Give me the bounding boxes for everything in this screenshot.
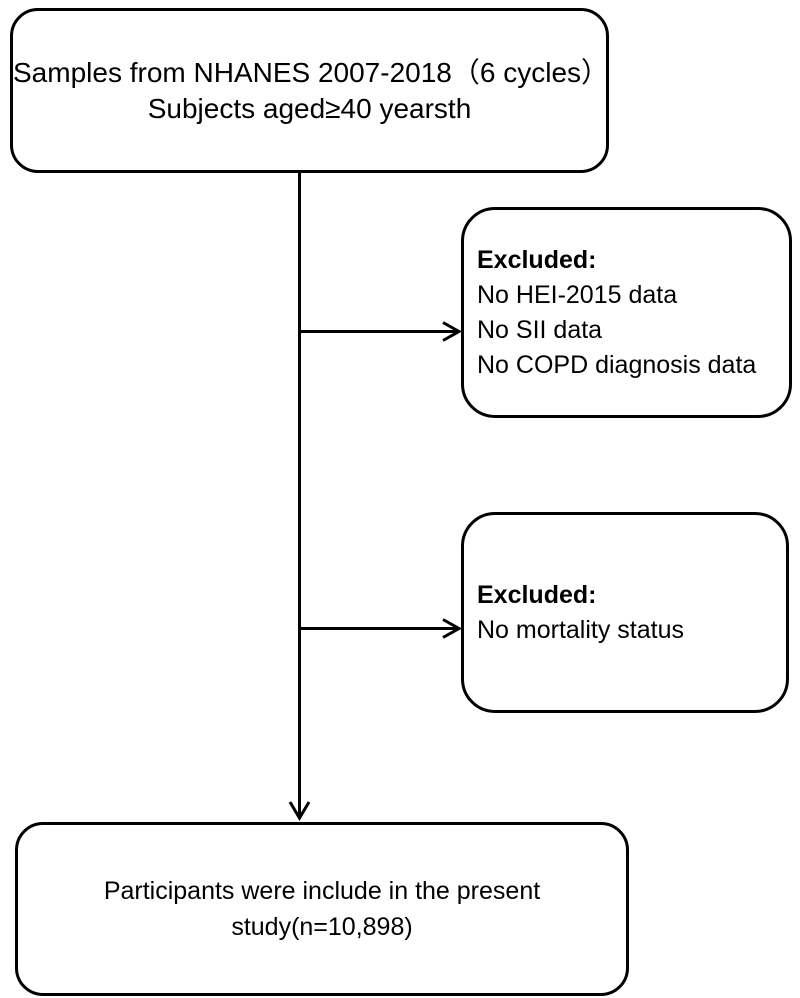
source-population-line2: Subjects aged≥40 yearsth — [147, 92, 472, 124]
source-population-line1: Samples from NHANES 2007-2018（6 cycles） — [13, 56, 610, 88]
exclusion1-item: No SII data — [477, 315, 603, 344]
exclusion2-item: No mortality status — [477, 615, 685, 644]
exclusion1-arrowhead-icon — [442, 321, 463, 342]
exclusion-box-2: Excluded: No mortality status — [461, 512, 789, 713]
exclusion-box-1: Excluded: No HEI-2015 data No SII data N… — [461, 207, 792, 418]
final-sample-box: Participants were include in the present… — [15, 822, 629, 996]
exclusion2-title: Excluded: — [477, 580, 597, 609]
exclusion1-item: No COPD diagnosis data — [477, 350, 757, 379]
source-population-box: Samples from NHANES 2007-2018（6 cycles） … — [10, 8, 609, 173]
down-arrowhead-icon — [288, 801, 311, 821]
exclusion2-arrowhead-icon — [442, 618, 463, 639]
final-sample-line2: study(n=10,898) — [231, 913, 413, 941]
final-sample-line1: Participants were include in the present — [103, 877, 541, 905]
exclusion1-title: Excluded: — [477, 245, 597, 274]
exclusion1-item: No HEI-2015 data — [477, 280, 678, 309]
